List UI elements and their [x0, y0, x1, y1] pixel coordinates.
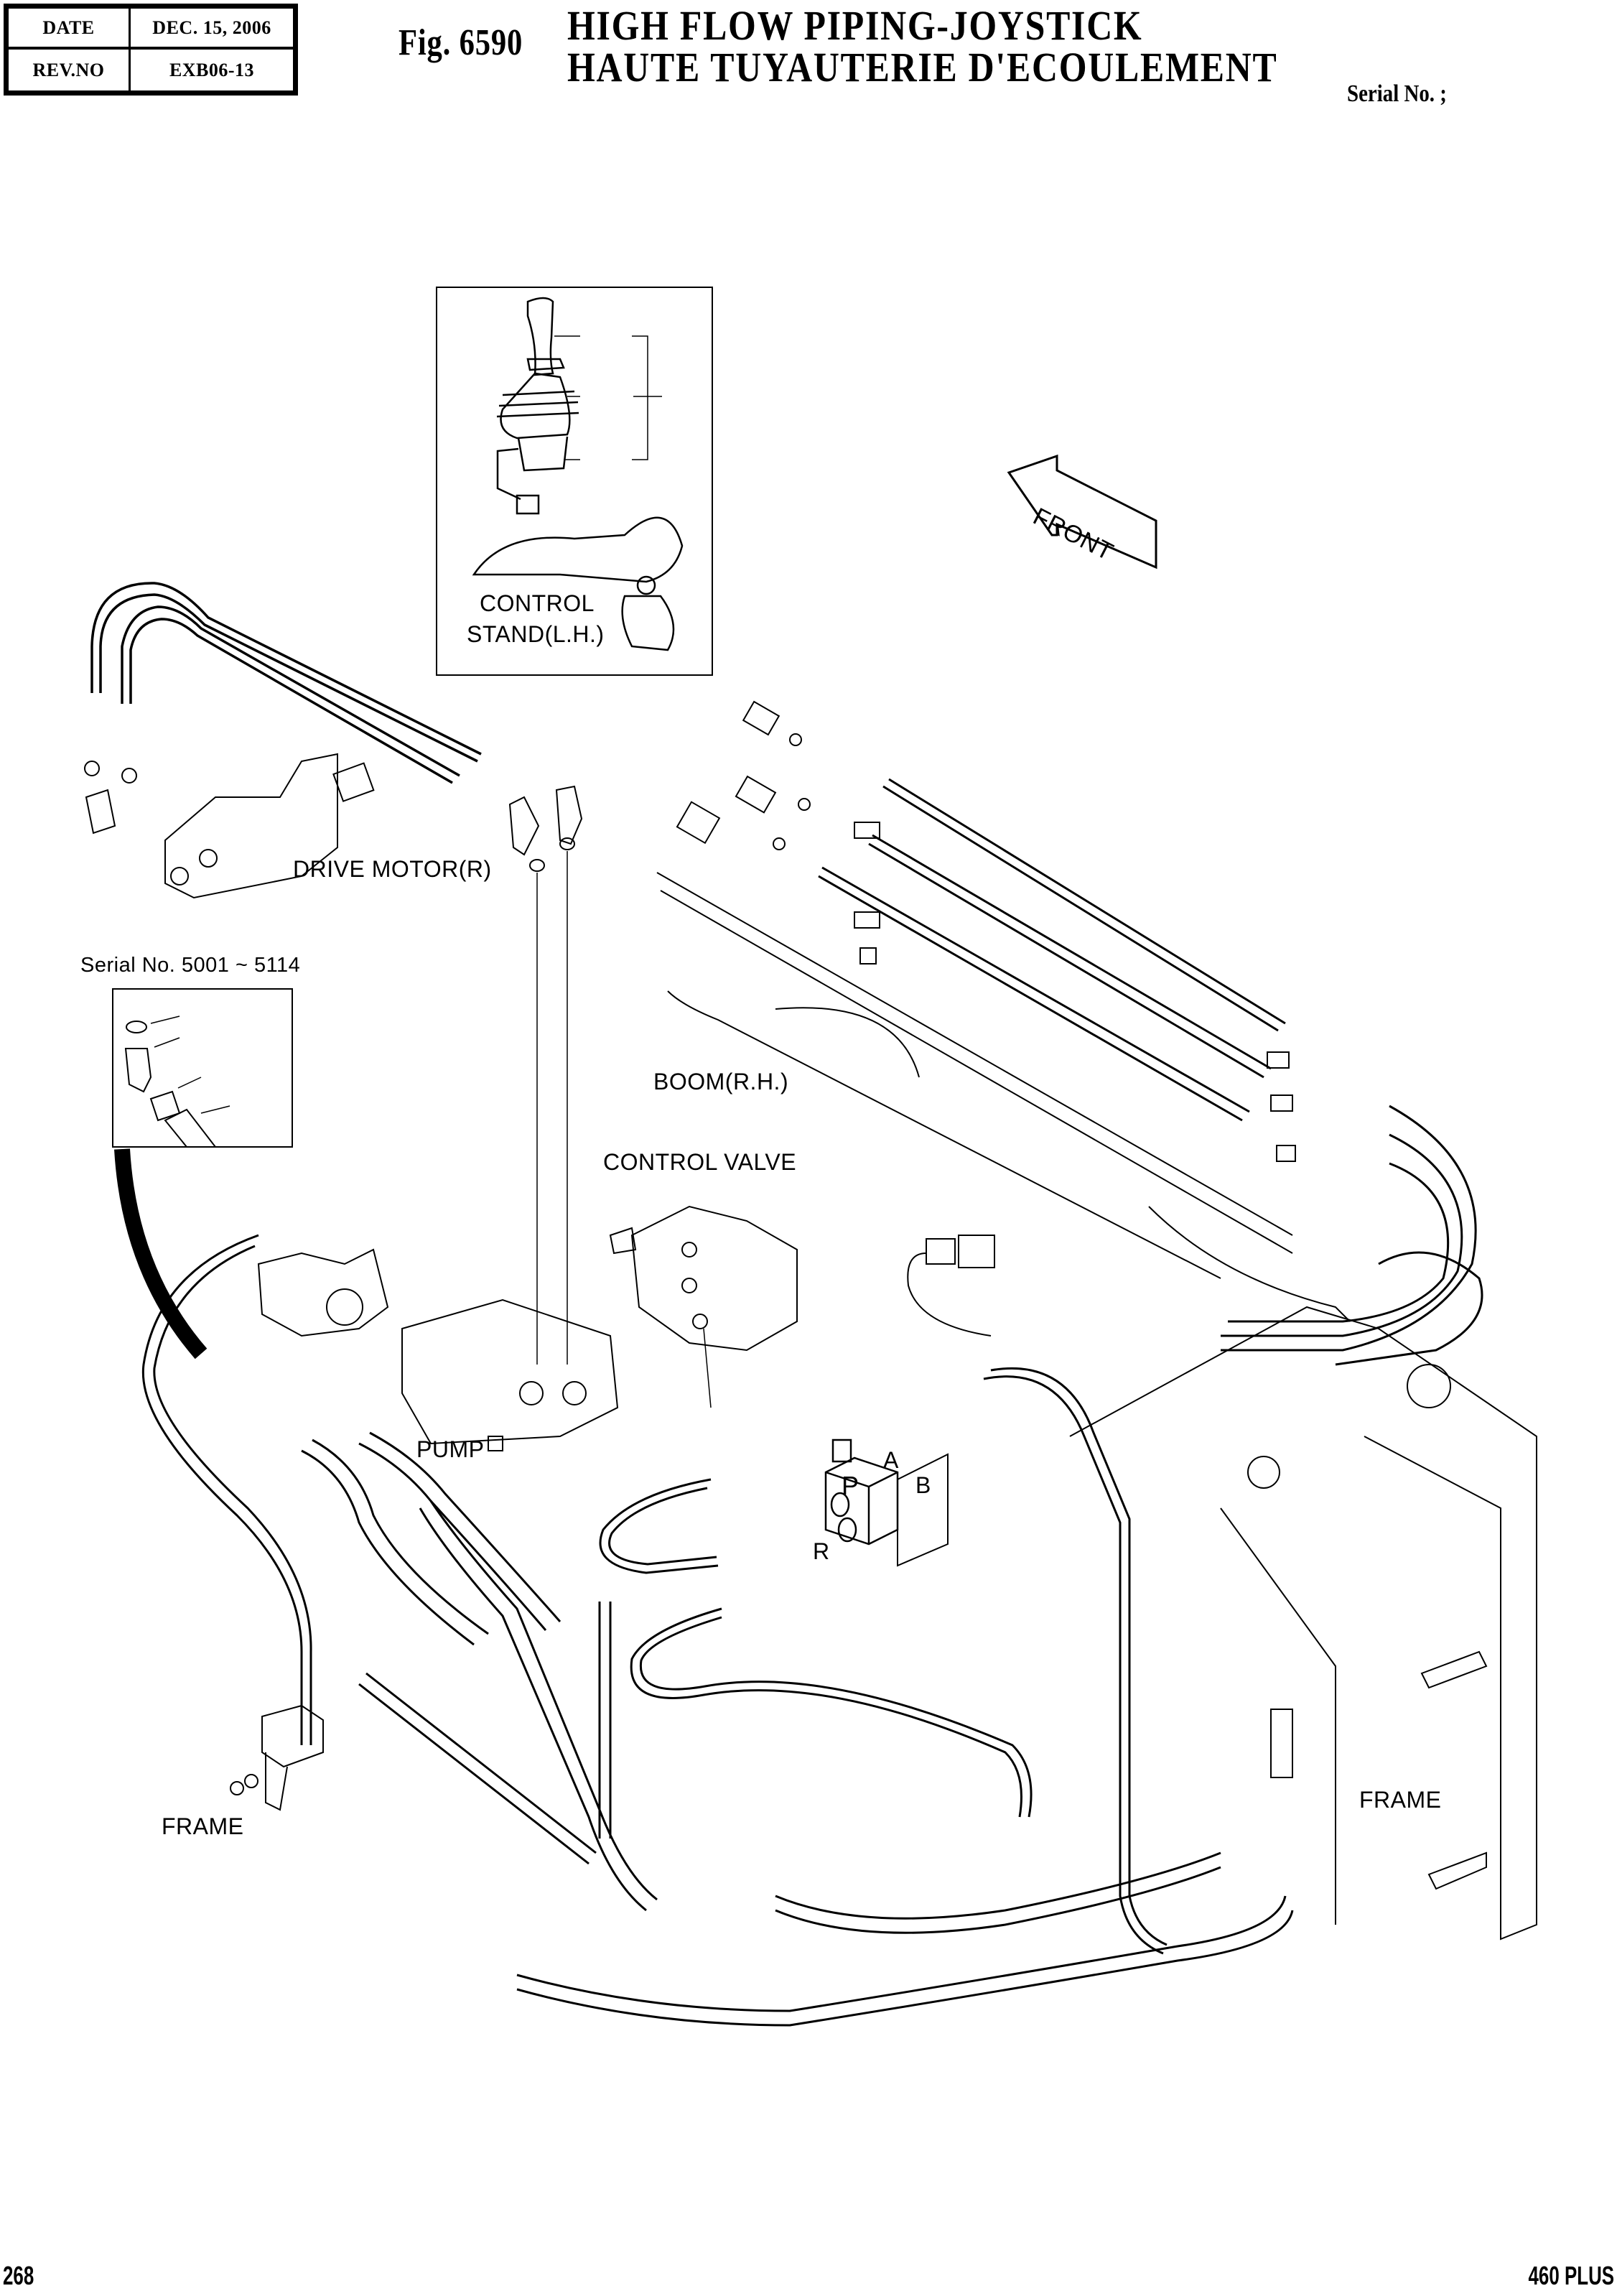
port-p-label: P — [842, 1471, 859, 1500]
drive-motor-hoses — [90, 582, 482, 784]
inset-fitting-icon — [124, 1015, 230, 1148]
port-a-label: A — [883, 1447, 899, 1473]
page-number: 268 — [3, 2261, 34, 2290]
front-arrow-icon — [1007, 454, 1157, 570]
lower-tube — [358, 1672, 597, 1865]
port-b-label: B — [915, 1472, 931, 1498]
model-name: 460 PLUS — [1528, 2261, 1614, 2290]
boom-clamps — [1267, 1051, 1296, 1162]
figure-number: Fig. 6590 — [399, 22, 523, 63]
boom-outline — [656, 872, 1351, 1322]
frame-right-label: FRAME — [1359, 1787, 1442, 1813]
title-french: HAUTE TUYAUTERIE D'ECOULEMENT — [567, 44, 1278, 90]
steel-lines — [818, 778, 1286, 1122]
pump-icon — [257, 1248, 619, 1451]
connector-icon — [907, 1235, 995, 1337]
serial-inset-box — [112, 988, 293, 1148]
elbow-fittings — [84, 761, 583, 1365]
valve-block-icon — [824, 1439, 949, 1567]
title-english: HIGH FLOW PIPING-JOYSTICK — [567, 2, 1143, 49]
drive-motor-icon — [164, 753, 375, 899]
return-hoses — [141, 1234, 658, 1912]
frame-bracket-left — [230, 1704, 324, 1811]
lower-hoses — [516, 1851, 1294, 2027]
inset-pointer-arrow — [114, 1148, 208, 1360]
serial-inset-label: Serial No. 5001 ~ 5114 — [80, 954, 301, 977]
coupler-fittings — [676, 700, 880, 965]
revision-info-table: DATE DEC. 15, 2006 REV.NO EXB06-13 — [4, 4, 298, 96]
control-valve-icon — [609, 1205, 798, 1408]
port-r-label: R — [813, 1538, 830, 1564]
drive-motor-label: DRIVE MOTOR(R) — [293, 856, 492, 882]
vertical-pipe — [598, 1602, 612, 1839]
frame-outline — [1069, 1306, 1537, 1941]
control-stand-label-line1: CONTROL — [480, 590, 595, 616]
control-stand-label-line2: STAND(L.H.) — [467, 621, 605, 647]
control-valve-label: CONTROL VALVE — [603, 1149, 797, 1175]
date-label: DATE — [9, 9, 131, 50]
date-value: DEC. 15, 2006 — [131, 9, 293, 50]
boom-label: BOOM(R.H.) — [653, 1069, 789, 1094]
pump-label: PUMP — [416, 1436, 485, 1462]
rev-label: REV.NO — [9, 50, 131, 90]
frame-left-label: FRAME — [162, 1813, 244, 1839]
rev-value: EXB06-13 — [169, 59, 255, 80]
control-stand-inset-box — [436, 287, 713, 676]
serial-label: Serial No. ; — [1347, 80, 1447, 107]
valve-connecting-hoses — [599, 1367, 1168, 1955]
joystick-icon — [472, 297, 684, 651]
